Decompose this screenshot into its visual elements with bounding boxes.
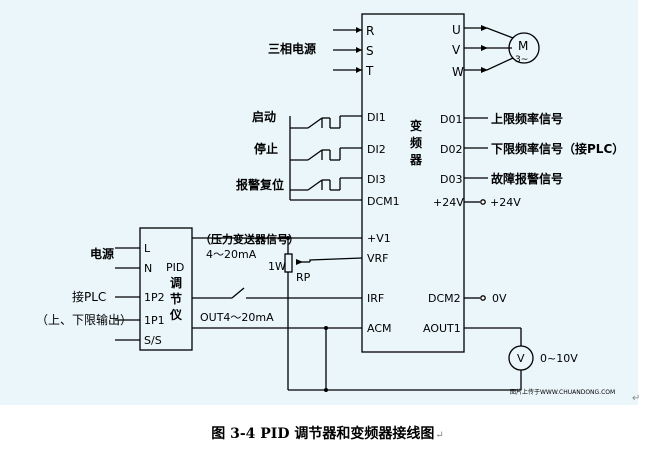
caption-text: 图 3-4 PID 调节器和变频器接线图 [211, 426, 435, 442]
inverter-title-3: 器 [409, 153, 423, 167]
pid-terminal-ss: S/S [144, 334, 162, 347]
dcm2-0v-label: 0V [492, 292, 507, 305]
pid-title-char-3: 仪 [169, 308, 183, 322]
supply-24v-label: +24V [490, 196, 521, 209]
pid-plc-label: 接PLC [72, 289, 106, 304]
fault-alarm-signal-label: 故障报警信号 [491, 171, 563, 186]
terminal-di2: DI2 [367, 143, 386, 156]
terminal-t: T [365, 64, 374, 78]
pid-box [139, 227, 193, 351]
terminal-w: W [452, 65, 464, 79]
diagram-background [0, 0, 638, 405]
return-mark: ↵ [632, 393, 641, 404]
terminal-d01: D01 [440, 113, 462, 126]
reset-switch-label: 报警复位 [236, 177, 284, 192]
terminal-aout1: AOUT1 [423, 322, 461, 335]
pid-limit-output-label: （上、下限输出） [36, 312, 132, 327]
inverter-box [361, 13, 465, 353]
inverter-title-2: 频 [410, 135, 422, 150]
pid-power-label: 电源 [90, 246, 114, 261]
pid-terminal-n: N [144, 262, 152, 275]
terminal-v: V [452, 43, 461, 57]
pid-title-char-1: 调 [170, 276, 182, 290]
pid-terminal-1p1: 1P1 [144, 314, 165, 327]
terminal-irf: IRF [367, 292, 384, 305]
terminal-d03: D03 [440, 173, 462, 186]
terminal-r: R [366, 24, 374, 38]
terminal-acm: ACM [367, 322, 392, 335]
start-switch-label: 启动 [252, 109, 276, 124]
figure-caption: 图 3-4 PID 调节器和变频器接线图↵ [0, 423, 655, 443]
motor-phase-label: 3~ [515, 55, 528, 65]
pid-title-char-2: 节 [170, 291, 182, 306]
pid-terminal-l: L [144, 242, 151, 255]
terminal-s: S [366, 44, 374, 58]
voltmeter-label: V [517, 352, 525, 365]
terminal-dcm2: DCM2 [428, 292, 461, 305]
motor-circle [508, 32, 540, 64]
terminal-di1: DI1 [367, 111, 386, 124]
power-supply-label: 三相电源 [268, 41, 316, 56]
upper-limit-signal-label: 上限频率信号 [491, 111, 563, 126]
pressure-range-label: 4～20mA [206, 248, 257, 261]
terminal-d02: D02 [440, 143, 462, 156]
caption-return-mark: ↵ [435, 430, 444, 441]
pressure-signal-label: （压力变送器信号） [200, 232, 299, 246]
pid-terminal-1p2: 1P2 [144, 291, 165, 304]
voltmeter-range-label: 0~10V [540, 352, 578, 365]
terminal-vrf: VRF [367, 252, 389, 265]
out-label: OUT4～20mA [200, 311, 274, 324]
terminal-di3: DI3 [367, 173, 386, 186]
voltmeter-circle [508, 345, 534, 371]
motor-label: M [518, 39, 528, 53]
lower-limit-signal-label: 下限频率信号（接PLC） [491, 141, 624, 156]
terminal-v1: +V1 [367, 232, 391, 245]
terminal-24v-inner: +24V [433, 196, 464, 209]
pot-1w-label: 1W [268, 260, 286, 273]
pot-rp-label: RP [296, 271, 311, 284]
pid-title-pid: PID [166, 261, 184, 274]
terminal-dcm1: DCM1 [367, 195, 400, 208]
watermark: 图片上传于WWW.CHUANDONG.COM [510, 388, 615, 396]
terminal-u: U [452, 23, 461, 37]
stop-switch-label: 停止 [254, 141, 278, 156]
inverter-title-1: 变 [410, 118, 422, 133]
